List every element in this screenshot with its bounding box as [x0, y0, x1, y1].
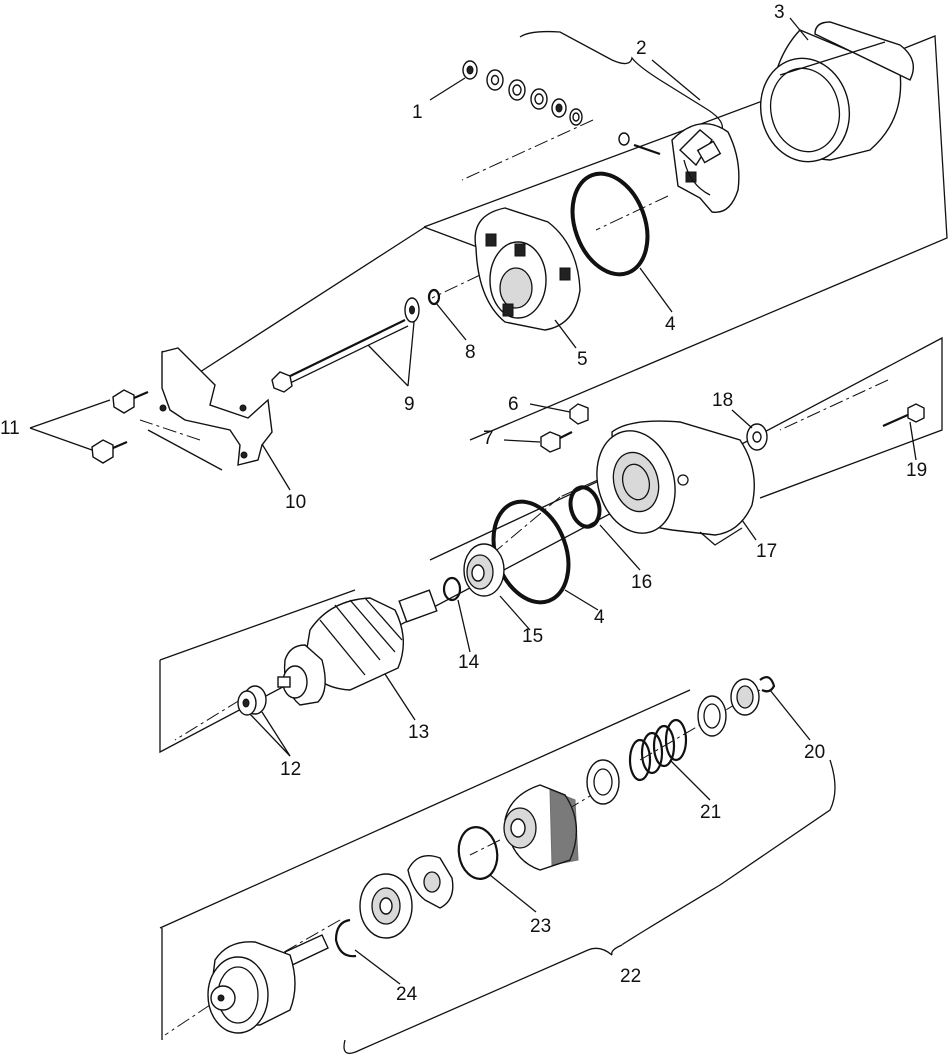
o-ring-part-16: [568, 485, 602, 529]
callout-13: 13: [408, 722, 429, 743]
terminal-bolt-part-7: [540, 431, 573, 453]
o-ring-part-23: [457, 826, 499, 880]
snap-ring-part-24: [334, 918, 357, 958]
pinion-shaft: [207, 934, 329, 1034]
mounting-bracket-part-10: [159, 347, 273, 466]
callout-6: 6: [508, 394, 519, 415]
bolt-pair-part-11: [91, 389, 223, 471]
callout-5: 5: [577, 349, 588, 370]
callout-23: 23: [530, 916, 551, 937]
clutch-gear: [503, 784, 579, 871]
front-housing-part-17: [596, 420, 755, 546]
rear-cover-part-5: [474, 207, 581, 331]
split-collar: [407, 855, 454, 909]
callout-2: 2: [636, 38, 647, 59]
callout-14: 14: [458, 652, 480, 673]
washer-part-18: [746, 423, 768, 451]
callout-labels: 1 2 3 4 5 6 7 8 9 10 11 12 13 14 15 4 16…: [0, 2, 927, 1005]
leader-lines: [29, 17, 917, 985]
bearing-part-15: [463, 543, 505, 597]
callout-10: 10: [285, 492, 306, 513]
small-o-ring-part-8: [427, 288, 441, 306]
callout-20: 20: [804, 742, 825, 763]
yoke-housing-part-3: [759, 21, 914, 163]
callout-11: 11: [0, 418, 20, 439]
callout-19: 19: [906, 460, 927, 481]
washer-stack-part-1: [462, 60, 583, 126]
callout-3: 3: [774, 2, 785, 23]
callout-18: 18: [712, 390, 733, 411]
callout-1: 1: [412, 102, 423, 123]
callout-21: 21: [700, 802, 721, 823]
callout-22: 22: [620, 966, 641, 987]
snap-ring-part-20: [697, 676, 776, 737]
thrust-washer: [359, 873, 413, 939]
callout-9: 9: [404, 394, 415, 415]
callout-8: 8: [465, 342, 476, 363]
bolt-part-19: [882, 403, 925, 428]
o-ring-part-4-upper: [570, 171, 650, 277]
callout-15: 15: [522, 626, 543, 647]
callout-7: 7: [483, 428, 494, 449]
callout-24: 24: [396, 984, 418, 1005]
snap-ring-part-14: [442, 576, 462, 602]
armature-part-13: [277, 589, 438, 706]
assembly-outline-lines: [139, 30, 948, 1054]
nut-part-6: [569, 403, 589, 425]
callout-4-lower: 4: [594, 607, 605, 628]
callout-4-upper: 4: [665, 314, 676, 335]
spring-part-21: [586, 718, 688, 805]
callout-17: 17: [756, 541, 777, 562]
callout-12: 12: [280, 759, 301, 780]
through-bolt-part-9: [271, 297, 420, 393]
brush-holder-part-2: [618, 123, 740, 214]
washers-part-12: [237, 685, 267, 716]
callout-16: 16: [631, 572, 652, 593]
